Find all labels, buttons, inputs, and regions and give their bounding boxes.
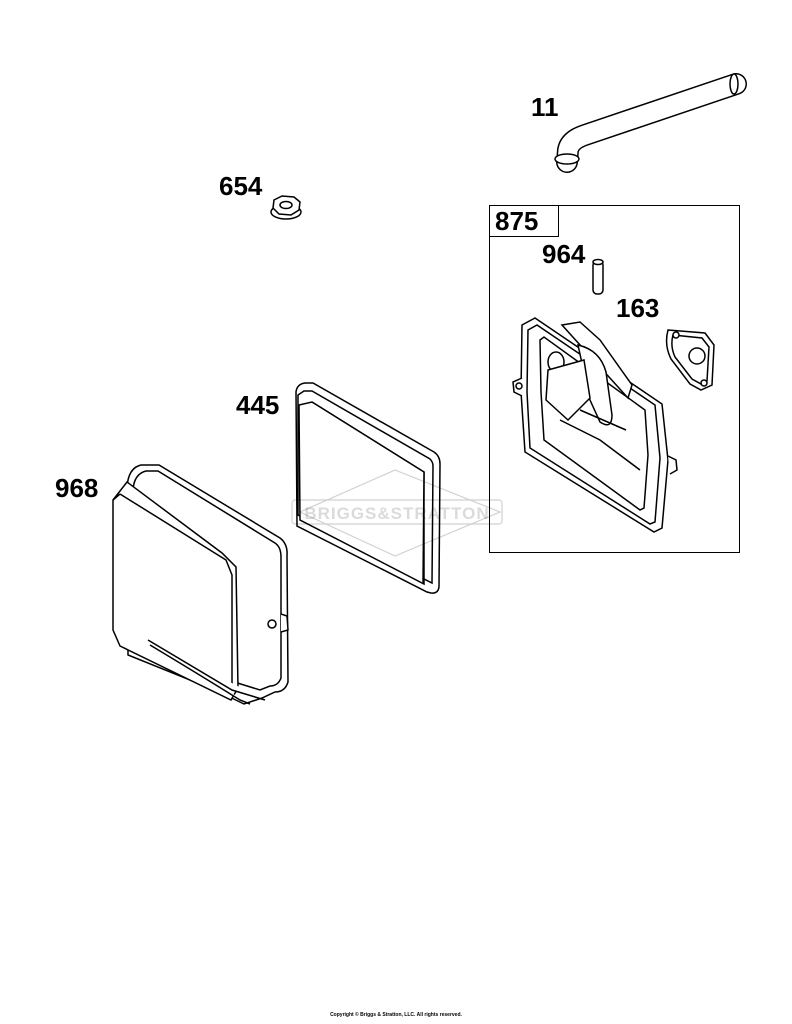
watermark-text: BRIGGS&STRATTON [304,504,489,523]
filter-element-drawing [295,382,441,594]
air-cleaner-cover-drawing [112,464,289,705]
gasket-drawing [665,329,715,391]
air-cleaner-base-drawing [512,317,678,533]
kit-875-tab [489,205,559,237]
callout-964[interactable]: 964 [542,239,586,269]
callout-163[interactable]: 163 [616,293,660,323]
callout-11[interactable]: 11 [531,92,559,122]
kit-875-box [489,205,740,553]
flange-nut-drawing [270,195,302,220]
callout-875[interactable]: 875 [495,206,539,236]
callout-654[interactable]: 654 [219,171,263,201]
callout-445[interactable]: 445 [236,390,280,420]
copyright-notice: Copyright © Briggs & Stratton, LLC. All … [330,1012,462,1018]
brand-watermark [291,469,503,557]
breather-tube-drawing [554,73,747,173]
callout-968[interactable]: 968 [55,473,99,503]
pin-drawing [592,258,604,295]
